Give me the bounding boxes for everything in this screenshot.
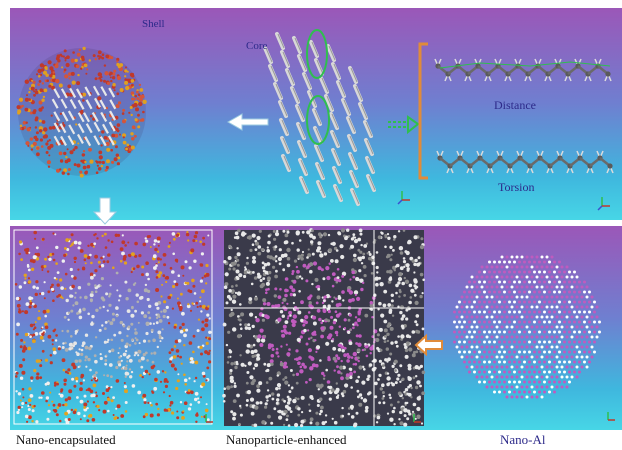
encapsulated-panel [10,226,218,430]
caption-encapsulated: Nano-encapsulated [16,432,116,447]
core-highlight-top [306,29,328,79]
bracket-icon [418,42,428,180]
axis-triad-icon [205,414,213,423]
caption-enhanced: Nanoparticle-enhanced [226,432,347,447]
orange-arrow-left-icon [414,334,443,356]
axis-triad-icon [607,412,615,421]
green-dashed-arrow-icon [388,115,420,135]
nano-al-scene [453,255,615,421]
shell-label: Shell [142,18,165,30]
axis-triad-icon [413,414,421,423]
distance-label: Distance [494,98,536,112]
white-arrow-left-icon [226,113,269,131]
distance-chain [434,58,612,82]
encapsulated-scene [13,229,213,425]
caption-nano-al: Nano-Al [500,432,546,447]
white-arrow-down-icon [92,197,118,225]
core-highlight-mid [306,95,330,145]
nano-al-panel [430,226,622,430]
shell-sphere [16,46,147,178]
torsion-label: Torsion [498,180,535,194]
enhanced-scene [222,228,426,428]
axis-triad-icon [597,197,610,211]
caption-strip [0,430,622,450]
core-label: Core [246,40,268,52]
core-cluster [263,32,376,206]
axis-triad-icon [397,191,410,205]
torsion-chain [436,150,614,174]
top-panel: Shell Core Distance Torsion [10,8,622,220]
enhanced-panel [218,226,430,430]
top-scene [16,29,614,211]
